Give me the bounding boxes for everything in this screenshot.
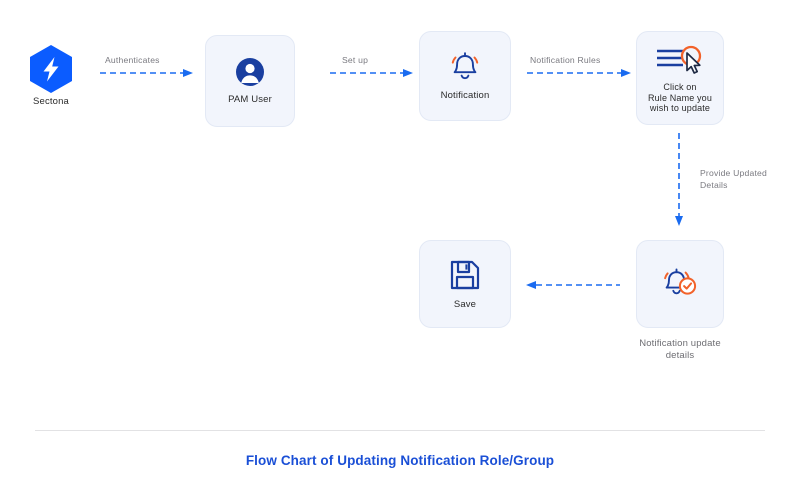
- bell-check-icon: [661, 267, 699, 301]
- connector-setup-label: Set up: [342, 55, 369, 65]
- connector-setup: [330, 66, 415, 84]
- connector-provide-updated-details-label: Provide Updated Details: [700, 168, 768, 190]
- node-pam-user-label: PAM User: [228, 93, 272, 105]
- node-rule-name[interactable]: Click on Rule Name you wish to update: [636, 31, 724, 125]
- user-avatar-icon: [235, 57, 265, 87]
- node-rule-name-label: Click on Rule Name you wish to update: [648, 81, 712, 114]
- node-notification-update[interactable]: [636, 240, 724, 328]
- footer-divider: [35, 430, 765, 431]
- list-cursor-click-icon: [653, 42, 707, 76]
- connector-provide-updated-details: [673, 133, 685, 233]
- node-notification-label: Notification: [440, 89, 490, 101]
- node-pam-user[interactable]: PAM User: [205, 35, 295, 127]
- bell-ringing-icon: [448, 51, 482, 83]
- floppy-disk-save-icon: [448, 258, 482, 292]
- connector-back-to-save: [524, 278, 622, 296]
- connector-notification-rules: [527, 66, 633, 84]
- node-sectona-label: Sectona: [33, 96, 69, 107]
- node-save[interactable]: Save: [419, 240, 511, 328]
- connector-authenticates: [100, 66, 195, 84]
- connector-authenticates-label: Authenticates: [105, 55, 160, 65]
- node-notification[interactable]: Notification: [419, 31, 511, 121]
- sectona-hexagon-bolt-icon: [28, 44, 74, 94]
- connector-notification-rules-label: Notification Rules: [530, 55, 601, 65]
- node-notification-update-label: Notification update details: [639, 338, 721, 362]
- node-save-label: Save: [453, 298, 477, 310]
- chart-title: Flow Chart of Updating Notification Role…: [245, 453, 555, 468]
- node-sectona[interactable]: [28, 44, 74, 94]
